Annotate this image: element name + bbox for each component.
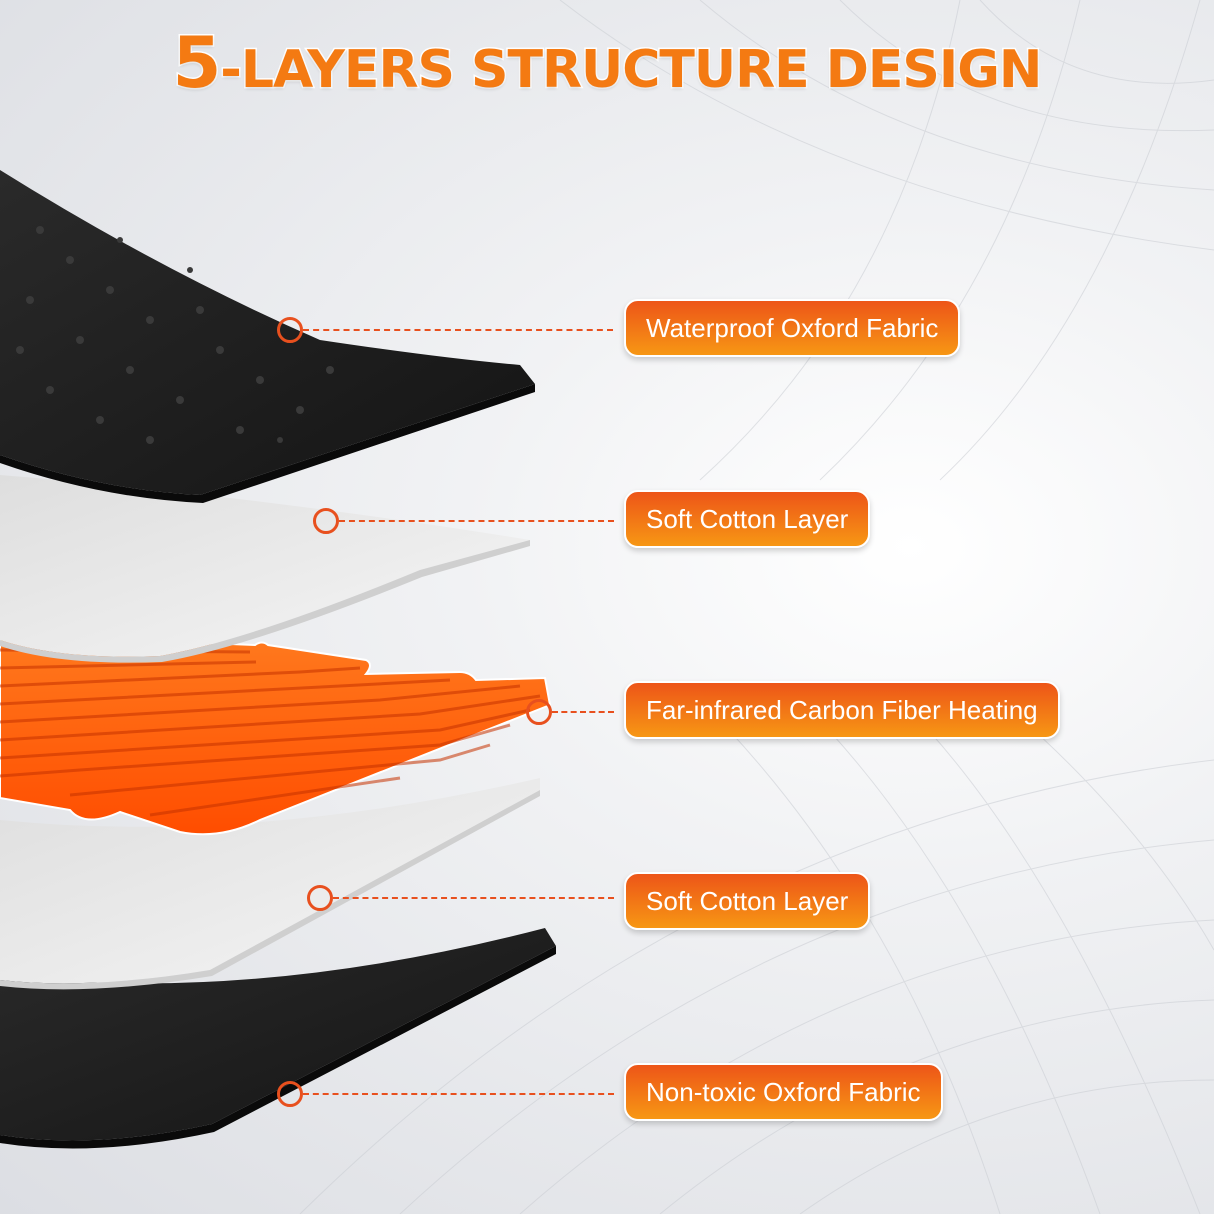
waterproof-oxford-layer — [0, 170, 535, 503]
title-text: -LAYERS STRUCTURE DESIGN — [219, 39, 1044, 102]
callout-marker-4 — [307, 885, 333, 911]
carbon-fiber-heating-layer — [0, 630, 552, 836]
callout-leader-2 — [339, 520, 614, 522]
layer-label-non-toxic-oxford: Non-toxic Oxford Fabric — [624, 1063, 943, 1121]
callout-marker-5 — [277, 1081, 303, 1107]
lower-cotton-layer — [0, 778, 540, 990]
callout-leader-5 — [303, 1093, 614, 1095]
callout-marker-1 — [277, 317, 303, 343]
layer-label-waterproof-oxford: Waterproof Oxford Fabric — [624, 299, 961, 357]
callout-marker-3 — [526, 699, 552, 725]
callout-leader-4 — [333, 897, 614, 899]
upper-cotton-layer — [0, 475, 530, 663]
title-number: 5 — [171, 21, 223, 106]
callout-leader-1 — [303, 329, 613, 331]
non-toxic-oxford-layer — [0, 928, 556, 1149]
layer-label-carbon-fiber-heating: Far-infrared Carbon Fiber Heating — [624, 681, 1060, 739]
callout-leader-3 — [552, 711, 614, 713]
callout-marker-2 — [313, 508, 339, 534]
layer-label-soft-cotton-upper: Soft Cotton Layer — [624, 490, 871, 548]
layer-label-soft-cotton-lower: Soft Cotton Layer — [624, 872, 871, 930]
page-title: 5-LAYERS STRUCTURE DESIGN — [0, 21, 1214, 106]
